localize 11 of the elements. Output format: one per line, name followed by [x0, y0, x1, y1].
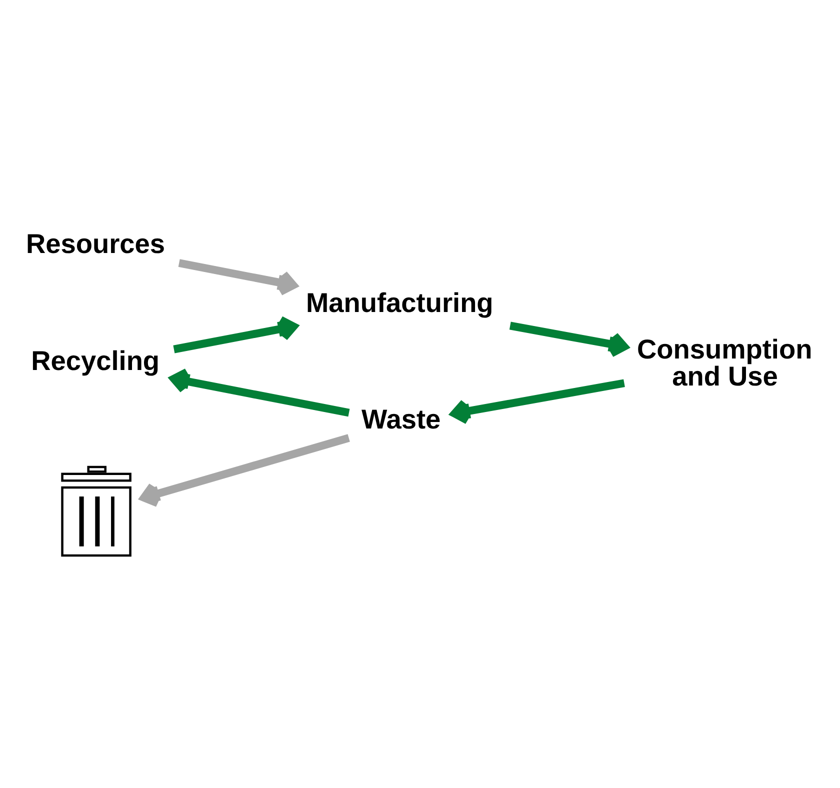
- arrow: [178, 258, 297, 296]
- node-text: Manufacturing: [306, 286, 493, 318]
- node-text: Recycling: [30, 344, 160, 376]
- arrow: [172, 315, 298, 353]
- node-text: Waste: [361, 403, 440, 434]
- node-text: Consumption and Use: [636, 332, 812, 392]
- arrow: [140, 434, 350, 506]
- arrow: [169, 368, 350, 416]
- arrow: [450, 378, 624, 424]
- node-text: Resources: [26, 228, 165, 259]
- arrow: [508, 321, 628, 357]
